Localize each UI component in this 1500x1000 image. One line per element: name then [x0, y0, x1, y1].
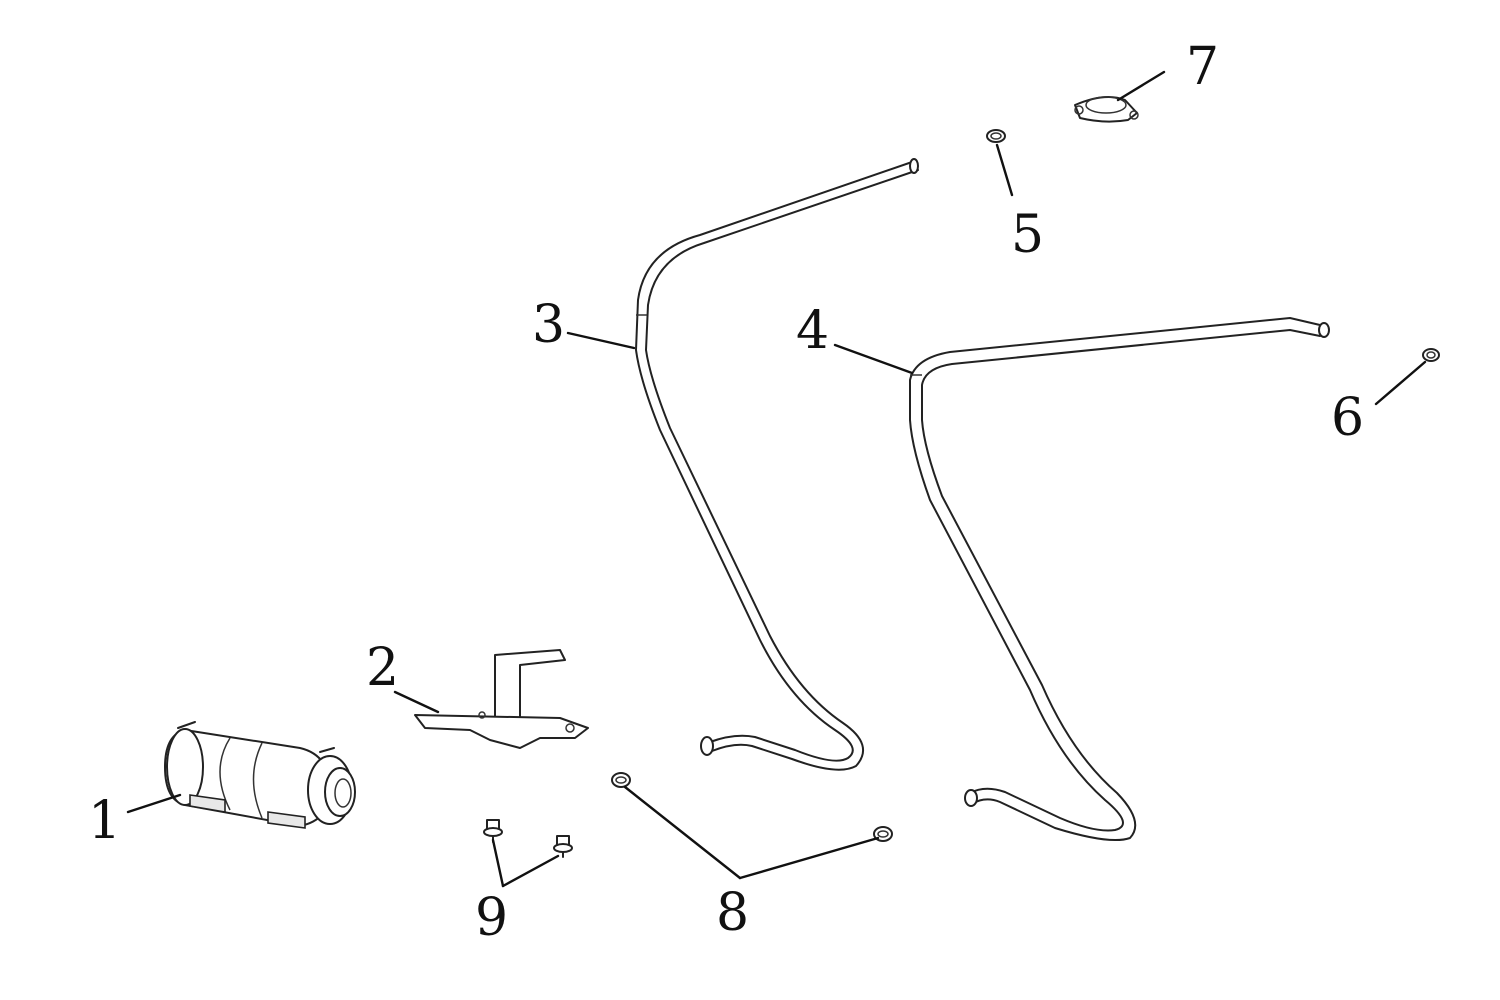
leader-9a: [491, 838, 505, 888]
leader-4: [833, 343, 914, 375]
part-9-bolts: [483, 819, 573, 858]
leader-3: [566, 331, 636, 350]
callout-9: 9: [475, 888, 508, 948]
callout-4: 4: [796, 301, 829, 361]
leader-9b: [501, 854, 560, 888]
leader-5: [995, 143, 1014, 197]
leader-6: [1374, 360, 1427, 406]
callout-1: 1: [88, 791, 121, 851]
part-4-tube: [909, 317, 1330, 841]
leader-7: [1116, 70, 1166, 102]
callout-numbers: 1 2 3 4 5 6 7 8 9: [88, 37, 1364, 948]
leader-1: [126, 793, 182, 814]
part-1-canister: [164, 721, 356, 829]
callout-6: 6: [1331, 388, 1364, 448]
part-6-clamp: [1422, 348, 1440, 362]
part-5-clamp: [986, 129, 1006, 143]
leader-8a: [623, 785, 742, 880]
leader-8b: [738, 836, 880, 880]
callout-5: 5: [1011, 205, 1044, 265]
callout-7: 7: [1186, 37, 1219, 97]
leader-2: [393, 690, 440, 714]
leader-lines: [126, 70, 1427, 888]
part-2-bracket: [414, 649, 589, 749]
callout-2: 2: [366, 638, 399, 698]
part-8-clamps: [611, 772, 893, 842]
callout-3: 3: [532, 295, 565, 355]
part-7-band-clamp: [1074, 95, 1139, 123]
part-3-tube: [635, 158, 919, 771]
callout-8: 8: [716, 883, 749, 943]
